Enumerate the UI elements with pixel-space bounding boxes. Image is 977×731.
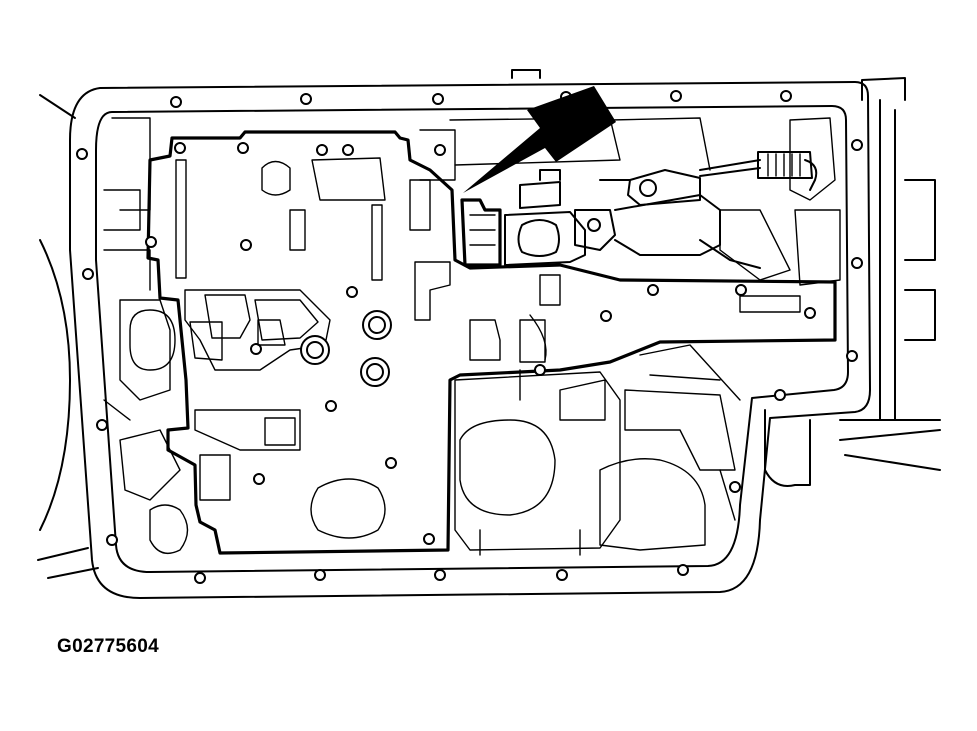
center-bolt-left — [300, 335, 330, 365]
case-casting-right — [454, 344, 741, 556]
indicator-arrow — [463, 86, 616, 193]
center-bolt-lower — [360, 357, 390, 387]
case-casting-left — [103, 117, 189, 554]
case-casting-top-right — [419, 117, 841, 286]
figure-code: G02775604 — [57, 636, 160, 657]
center-bolt-upper — [362, 310, 392, 340]
plate-features — [145, 142, 816, 545]
transmission-case-outline — [37, 69, 941, 579]
manual-lever-assembly — [460, 151, 818, 269]
pan-rail — [69, 81, 871, 599]
valve-body-plate — [146, 130, 837, 555]
